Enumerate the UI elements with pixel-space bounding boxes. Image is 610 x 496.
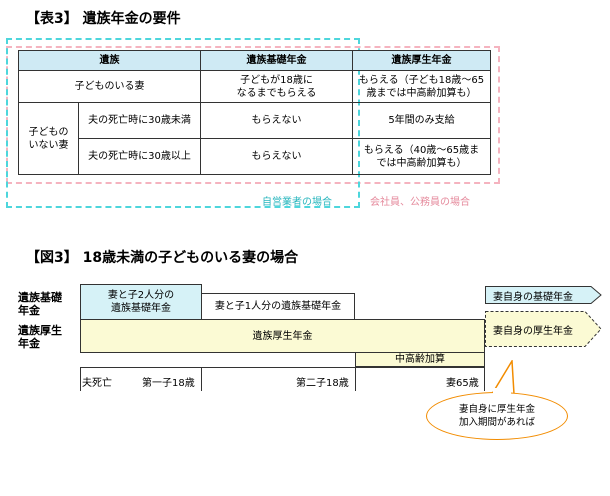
header-welfare-pension: 遺族厚生年金 xyxy=(352,50,491,71)
group-label-wife-without-children: 子どもの いない妻 xyxy=(18,102,79,175)
cell-welfare-30-or-over: もらえる（40歳～65歳ま では中高齢加算も） xyxy=(352,138,491,175)
table-title: 【表3】 遺族年金の要件 xyxy=(26,11,181,27)
cell-text: 子どもが18歳に xyxy=(240,74,313,86)
tick-label-second-child-18: 第二子18歳 xyxy=(296,378,349,389)
own-basic-pension-arrow: 妻自身の基礎年金 xyxy=(485,286,602,304)
callout-text: 妻自身に厚生年金 xyxy=(458,404,535,415)
row-label-text: 年金 xyxy=(18,337,40,350)
callout-joint-cover xyxy=(493,388,511,394)
header-basic-pension: 遺族基礎年金 xyxy=(200,50,353,71)
own-welfare-pension-arrow: 妻自身の厚生年金 xyxy=(485,311,602,347)
table-row: 子どもの いない妻 夫の死亡時に30歳未満 もらえない 5年間のみ支給 xyxy=(18,102,491,175)
cell-welfare-with-children: もらえる（子ども18歳～65 歳までは中高齢加算も） xyxy=(352,70,491,103)
cell-text: なるまでもらえる xyxy=(236,87,317,99)
segment-two-children-basic: 妻と子2人分の 遺族基礎年金 xyxy=(80,284,202,320)
tick-label-husband-death: 夫死亡 xyxy=(82,378,112,389)
callout-bubble: 妻自身に厚生年金 加入期間があれば xyxy=(426,392,568,440)
timeline-axis xyxy=(80,367,484,368)
row-label-under-30: 夫の死亡時に30歳未満 xyxy=(78,102,201,139)
row-label-basic-pension: 遺族基礎 年金 xyxy=(18,291,62,317)
cell-basic-under-30: もらえない xyxy=(200,102,353,139)
requirements-table: 遺族 遺族基礎年金 遺族厚生年金 子どものいる妻 子どもが18歳に なるまでもら… xyxy=(18,50,491,175)
timeline-tick xyxy=(80,367,81,391)
callout-text: 加入期間があれば xyxy=(458,417,535,428)
table-header-row: 遺族 遺族基礎年金 遺族厚生年金 xyxy=(18,50,491,71)
cell-text: 子どもの xyxy=(28,126,69,138)
timeline-tick xyxy=(484,367,485,391)
own-basic-pension-label: 妻自身の基礎年金 xyxy=(493,291,573,303)
table-row: 子どものいる妻 子どもが18歳に なるまでもらえる もらえる（子ども18歳～65… xyxy=(18,70,491,103)
tick-label-wife-65: 妻65歳 xyxy=(446,378,479,389)
segment-survivor-welfare: 遺族厚生年金 xyxy=(80,319,485,353)
arrow-shape xyxy=(485,286,602,304)
segment-one-child-basic: 妻と子1人分の遺族基礎年金 xyxy=(201,293,355,320)
figure-title: 【図3】 18歳未満の子どものいる妻の場合 xyxy=(26,250,299,266)
row-label-welfare-pension: 遺族厚生 年金 xyxy=(18,324,62,350)
own-welfare-pension-label: 妻自身の厚生年金 xyxy=(493,325,573,337)
row-label-wife-with-children: 子どものいる妻 xyxy=(18,70,201,103)
cell-text: 歳までは中高齢加算も） xyxy=(366,87,477,99)
self-employed-label: 自営業者の場合 xyxy=(262,197,332,208)
cell-text: いない妻 xyxy=(28,139,69,151)
cell-text: もらえる（40歳～65歳ま xyxy=(363,144,480,156)
cell-basic-with-children: 子どもが18歳に なるまでもらえる xyxy=(200,70,353,103)
cell-text: では中高齢加算も） xyxy=(376,157,467,169)
cell-basic-30-or-over: もらえない xyxy=(200,138,353,175)
tick-label-first-child-18: 第一子18歳 xyxy=(142,378,195,389)
timeline-tick xyxy=(201,367,202,391)
arrow-shape xyxy=(485,311,602,347)
company-employee-label: 会社員、公務員の場合 xyxy=(370,197,470,208)
segment-text: 妻と子2人分の xyxy=(107,290,175,301)
segment-text: 遺族基礎年金 xyxy=(111,303,171,314)
row-label-text: 遺族厚生 xyxy=(18,324,62,337)
cell-welfare-under-30: 5年間のみ支給 xyxy=(352,102,491,139)
header-survivor: 遺族 xyxy=(18,50,201,71)
row-label-text: 年金 xyxy=(18,304,40,317)
cell-text: もらえる（子ども18歳～65 xyxy=(358,74,485,86)
table-row: 夫の死亡時に30歳以上 もらえない もらえる（40歳～65歳ま では中高齢加算も… xyxy=(19,138,491,175)
segment-middle-age-addition: 中高齢加算 xyxy=(355,352,485,367)
row-label-text: 遺族基礎 xyxy=(18,291,62,304)
timeline-tick xyxy=(355,367,356,391)
row-label-30-or-over: 夫の死亡時に30歳以上 xyxy=(78,138,201,175)
